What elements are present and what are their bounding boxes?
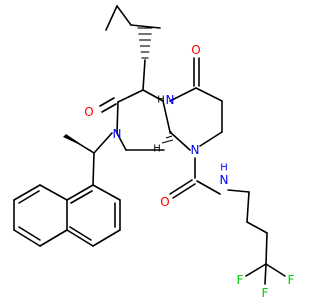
amide-hydrogen: H [220, 163, 228, 174]
fluorine-bottom: F [262, 286, 269, 300]
naphthalene-ring-b [13, 184, 68, 247]
stereo-hydrogen-fusion: H [153, 144, 161, 155]
sec-butyl-group [105, 5, 161, 91]
piperazinone-ring [99, 89, 171, 151]
hashed-stereo-bond-sec-butyl [137, 27, 153, 59]
chiral-ethyl-linker [63, 132, 113, 186]
carbonyl-oxygen-amide: O [160, 195, 169, 209]
trifluorobutyl-chain [227, 189, 286, 285]
pyrimidine-nitrogen: N [191, 143, 200, 157]
stereo-hydrogen-alpha: H [157, 95, 165, 106]
carboxamide-group [169, 157, 221, 199]
fluorine-left: F [237, 273, 244, 287]
wedge-stereo-bond [63, 134, 94, 153]
amide-nitrogen: N [220, 173, 229, 187]
ketone-oxygen-upper: O [191, 43, 200, 57]
hashed-stereo-bond-ring-fusion [161, 130, 174, 144]
molecule-diagram: O O O N N N N H F F F H H [13, 5, 295, 300]
structure-svg: O O O N N N N H F F F H H [13, 5, 295, 300]
ring-nitrogen-fused: N [166, 93, 175, 107]
piperazine-nitrogen: N [113, 127, 122, 141]
naphthalene-ring-a [66, 184, 121, 247]
lactam-oxygen: O [84, 105, 93, 119]
pyrimidinone-ring [169, 57, 223, 151]
fluorine-right: F [288, 273, 295, 287]
